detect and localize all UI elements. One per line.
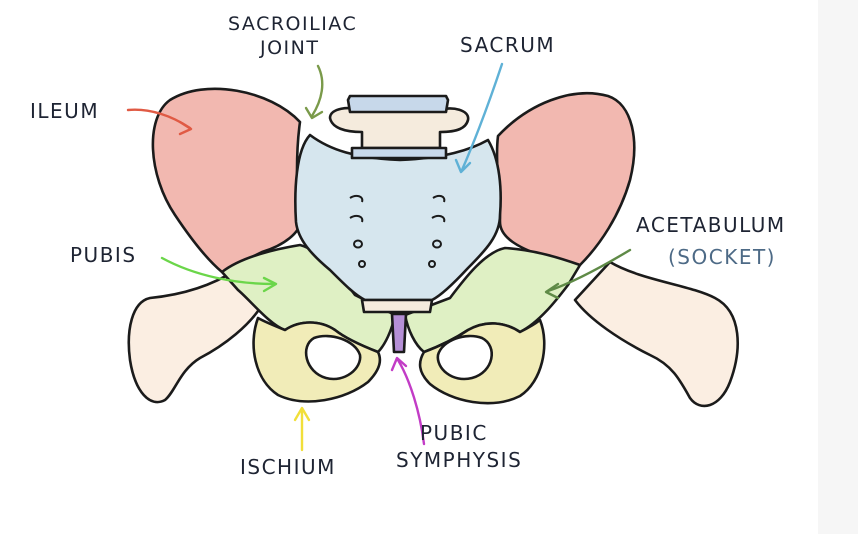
label-pubis: PUBIS — [70, 243, 137, 267]
arrow-ischium — [293, 406, 311, 452]
arrow-sacroiliac — [304, 64, 324, 120]
label-pubic-line2: SYMPHYSIS — [396, 448, 522, 472]
arrow-pubis-head — [262, 276, 278, 293]
arrow-ileum-head — [178, 120, 193, 136]
top-disc — [346, 94, 450, 114]
lower-disc — [350, 146, 448, 160]
left-femur — [127, 268, 264, 404]
arrow-acetabulum-shaft — [546, 248, 632, 293]
right-ileum — [495, 91, 636, 267]
label-pubic-line1: PUBIC — [420, 421, 488, 445]
arrow-pubis-shaft — [160, 256, 276, 286]
arrow-ischium-head — [293, 406, 311, 422]
arrow-pubic-symphysis — [390, 356, 426, 446]
label-sacroiliac-line2: JOINT — [259, 37, 319, 59]
sacral-foramina — [349, 194, 446, 268]
label-sacroiliac-line1: SACROILIAC — [228, 13, 357, 35]
left-obturator-foramen — [304, 334, 362, 381]
label-ileum: ILEUM — [30, 99, 99, 123]
label-acetabulum-note: (SOCKET) — [668, 245, 776, 269]
right-obturator-foramen — [436, 334, 493, 381]
arrow-sacrum-shaft — [460, 62, 504, 172]
arrow-pubic-symphysis-head — [390, 356, 408, 372]
arrow-sacrum — [454, 62, 504, 174]
pubic-symphysis — [390, 312, 408, 354]
label-ischium: ISCHIUM — [240, 455, 336, 479]
arrow-sacroiliac-head — [304, 106, 324, 120]
label-acetabulum: ACETABULUM — [636, 213, 786, 237]
arrow-acetabulum — [544, 248, 632, 300]
label-sacrum: SACRUM — [460, 33, 555, 57]
right-femur — [573, 260, 739, 408]
arrow-pubis — [160, 256, 278, 293]
arrow-ileum — [126, 108, 193, 136]
top-vertebra — [328, 106, 470, 150]
left-ileum — [151, 87, 302, 274]
arrow-acetabulum-head — [544, 282, 560, 300]
arrow-sacroiliac-shaft — [310, 64, 324, 118]
arrow-pubic-symphysis-shaft — [396, 358, 426, 446]
right-edge-strip — [818, 0, 858, 534]
arrow-sacrum-head — [454, 158, 472, 174]
coccyx — [360, 298, 434, 314]
